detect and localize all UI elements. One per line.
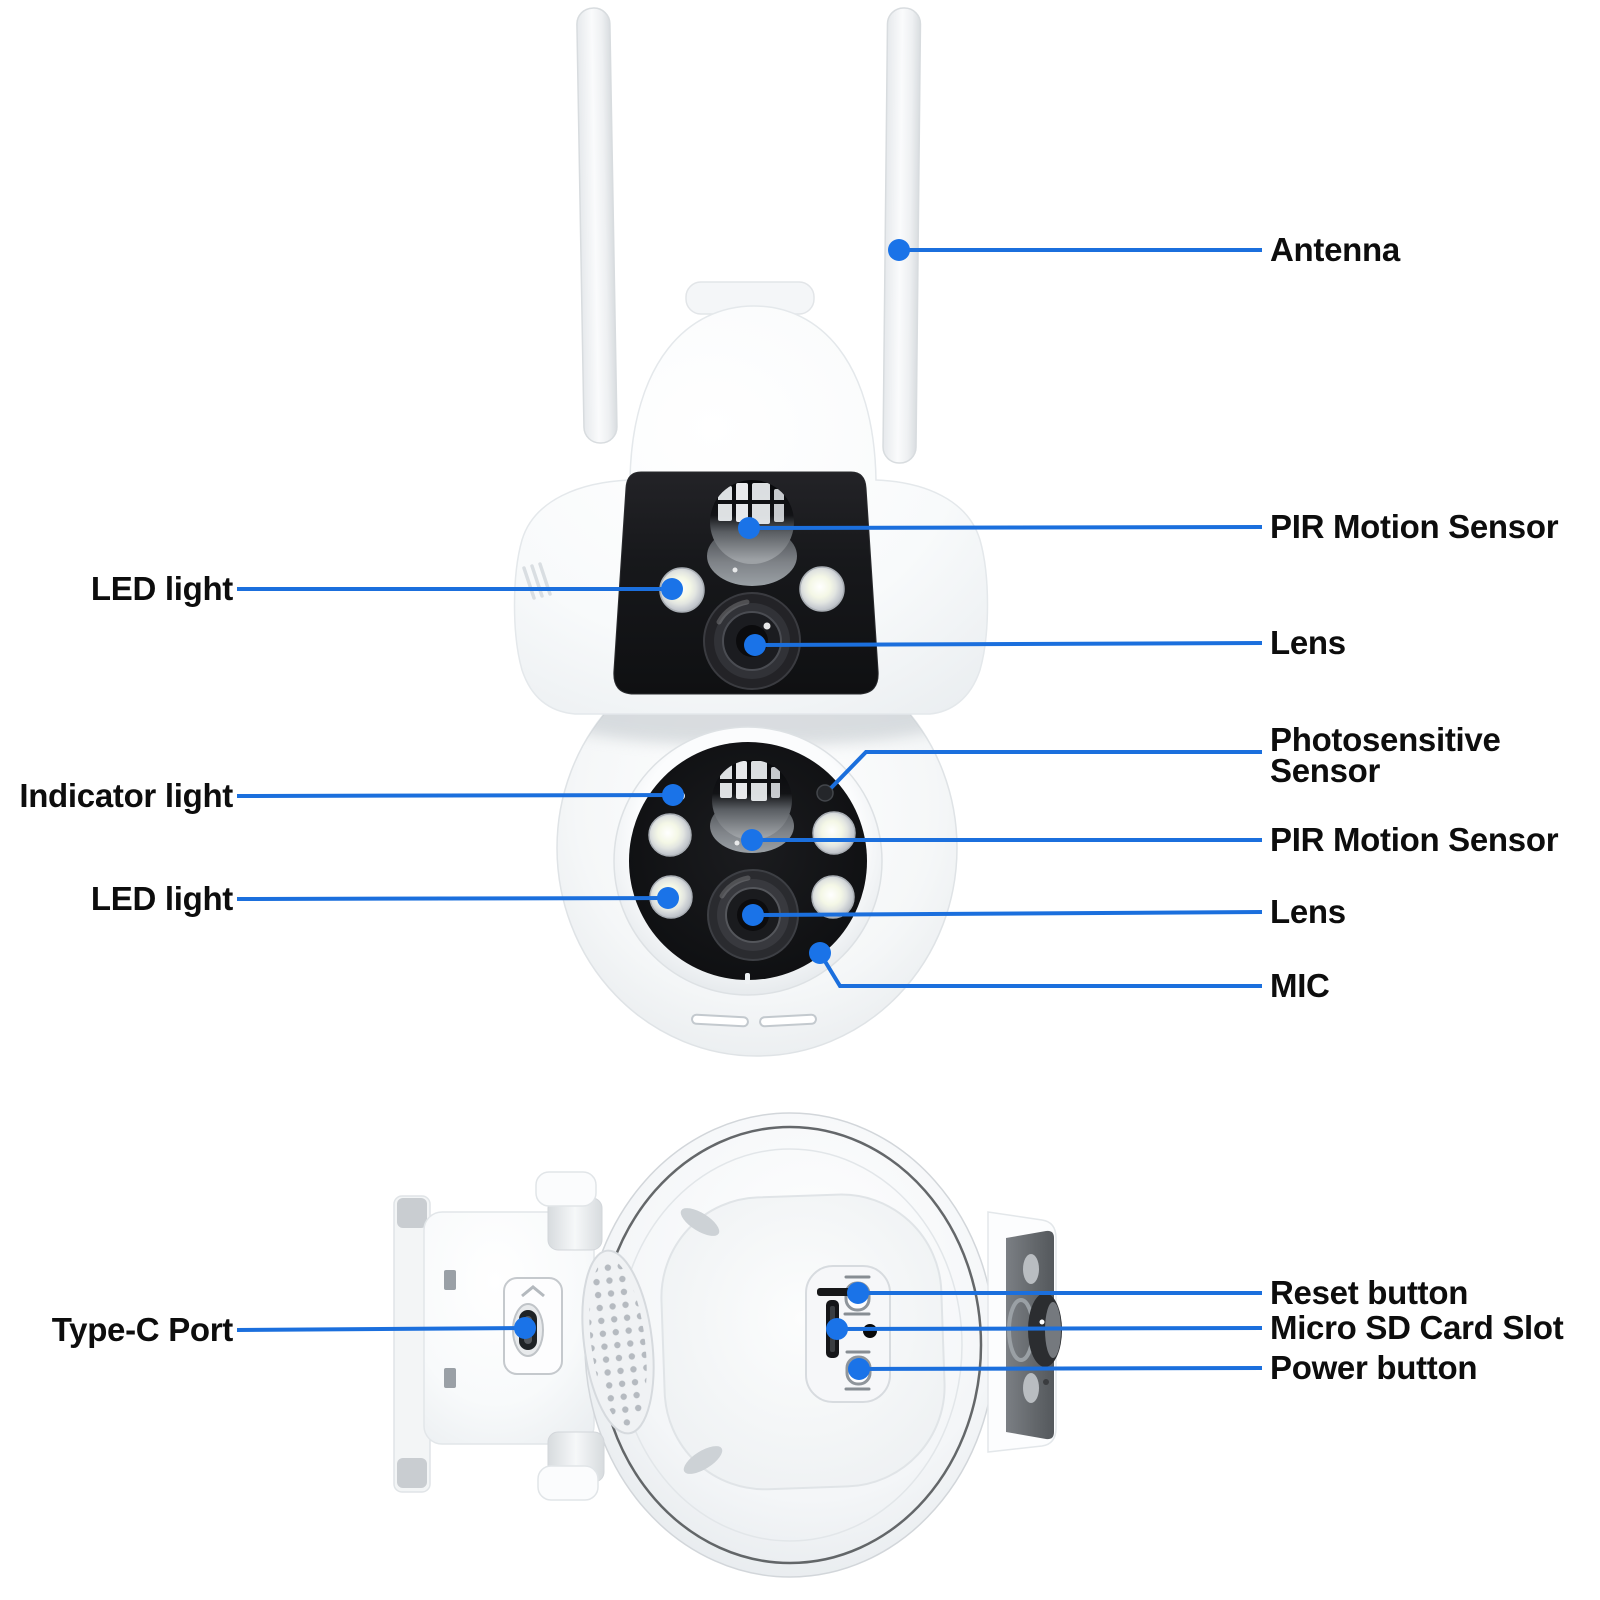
callout-line-indicator [236, 793, 674, 798]
label-indicator: Indicator light [19, 777, 233, 814]
callout-line-led-bottom [236, 896, 669, 901]
callout-dot-indicator [662, 784, 684, 806]
callout-line-mic [818, 951, 1262, 988]
callout-dot-power [848, 1358, 870, 1380]
sd-card-slot-icon [817, 1288, 851, 1358]
mic-dot-bottom [863, 1324, 877, 1338]
face-wedge-top [680, 1208, 720, 1236]
callout-line-lens-top [754, 641, 1263, 647]
label-sd-slot: Micro SD Card Slot [1270, 1309, 1564, 1346]
callout-dot-lens-bottom [742, 904, 764, 926]
callout-dot-reset [847, 1282, 869, 1304]
callout-dot-led-top [661, 578, 683, 600]
callout-dot-antenna [888, 239, 910, 261]
head-edge-side [987, 1211, 1062, 1453]
label-pir-top: PIR Motion Sensor [1270, 508, 1559, 545]
antenna-left-icon [576, 7, 618, 444]
callout-dots [514, 239, 910, 1380]
mount-notch-top [444, 1270, 456, 1290]
camera-bottom-view [393, 1112, 1062, 1578]
side-led-top [1023, 1254, 1039, 1284]
callout-line-power [858, 1366, 1263, 1371]
label-led-bottom: LED light [90, 880, 233, 917]
label-led-top: LED light [90, 570, 233, 607]
speaker-grille-icon [581, 1249, 655, 1435]
hinge-bottom [537, 1431, 605, 1501]
mount-plate-cap-bottom [397, 1458, 427, 1488]
face-wedge-bottom [683, 1446, 723, 1474]
side-led-bottom [1023, 1373, 1039, 1403]
label-antenna: Antenna [1270, 231, 1400, 268]
shell-slit-left [691, 1013, 749, 1028]
hinge-top [535, 1171, 603, 1251]
callout-dot-mic [809, 942, 831, 964]
callout-dot-pir-bottom [741, 829, 763, 851]
ball-bottom-face [660, 1193, 946, 1491]
callout-dot-led-bottom [657, 887, 679, 909]
label-mic: MIC [1270, 967, 1330, 1004]
label-lens-top: Lens [1270, 624, 1346, 661]
label-pir-bottom: PIR Motion Sensor [1270, 821, 1559, 858]
callout-dot-type-c [514, 1317, 536, 1339]
label-type-c: Type-C Port [51, 1311, 234, 1348]
face-notch [745, 973, 750, 984]
label-reset: Reset button [1270, 1274, 1469, 1311]
label-photosensitive: Photosensitive Sensor [1270, 721, 1501, 789]
callout-dot-pir-top [738, 517, 760, 539]
side-mic-dot [1043, 1379, 1049, 1385]
mount-notch-bottom [444, 1368, 456, 1388]
antenna-right-icon [882, 7, 922, 464]
ball-face [629, 742, 867, 980]
label-lens-bottom: Lens [1270, 893, 1346, 930]
callout-dot-lens-top [744, 634, 766, 656]
callout-line-lens-bottom [752, 910, 1263, 917]
photosensitive-sensor [816, 784, 834, 802]
callout-line-pir-top [748, 525, 1263, 530]
callout-line-photosensitive [829, 750, 1262, 790]
shell-slit-right [759, 1013, 817, 1028]
callout-line-type-c [236, 1326, 526, 1332]
callout-line-sd [836, 1326, 1263, 1331]
pir-sensor-top [707, 480, 797, 586]
label-power: Power button [1270, 1349, 1478, 1386]
led-ring-icon [648, 811, 856, 919]
mount-plate-cap-top [397, 1198, 427, 1228]
callout-lines [236, 248, 1263, 1371]
callout-dot-sd [826, 1318, 848, 1340]
